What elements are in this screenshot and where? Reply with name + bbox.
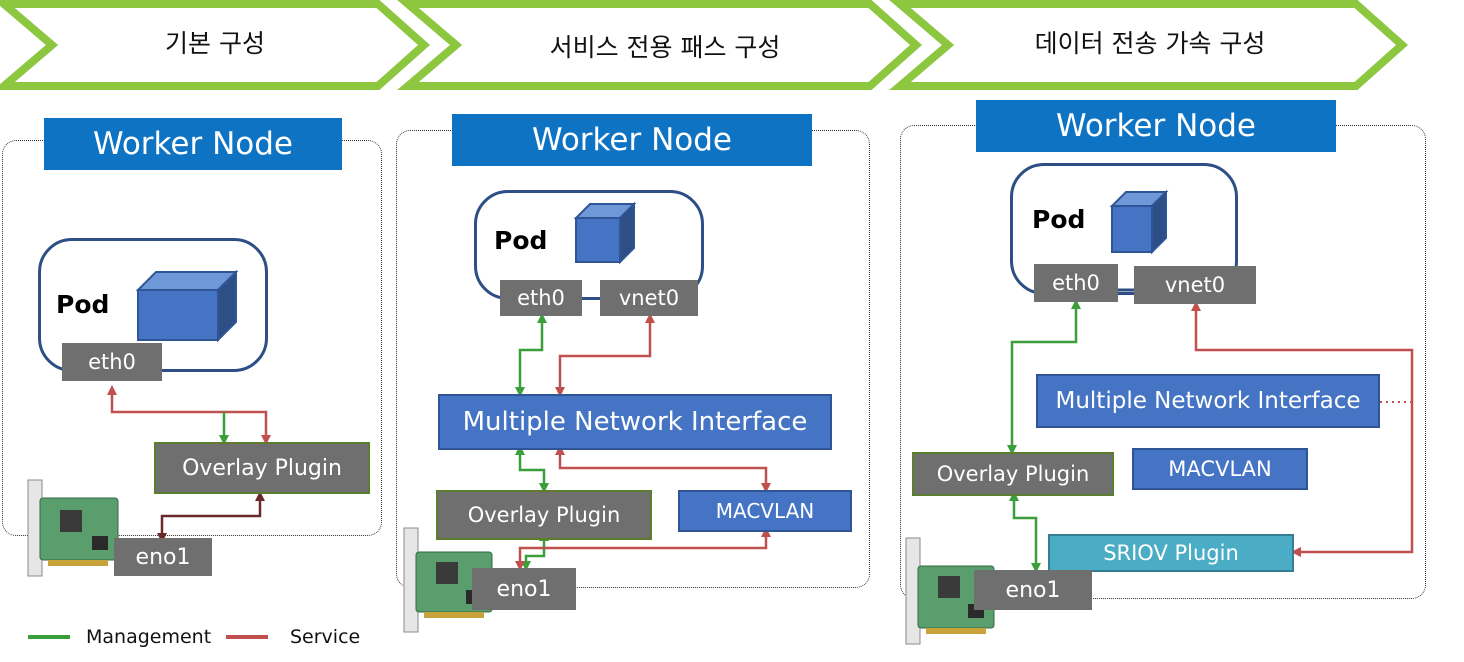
- chevron-stage-3: [889, 0, 1409, 90]
- macvlan-box-3: MACVLAN: [1132, 448, 1308, 490]
- vnet0-box-3: vnet0: [1134, 266, 1256, 304]
- overlay-plugin-box-2: Overlay Plugin: [436, 490, 652, 540]
- eno1-box-2: eno1: [472, 568, 576, 610]
- management-link-mni-overlay-2: [515, 445, 549, 493]
- multiple-network-interface-box-2: Multiple Network Interface: [438, 394, 832, 450]
- container-cube-icon-3: [1109, 189, 1169, 255]
- worker-node-title-3: Worker Node: [976, 100, 1336, 152]
- macvlan-box-2: MACVLAN: [678, 490, 852, 532]
- multiple-network-interface-box-3: Multiple Network Interface: [1036, 374, 1380, 428]
- stage-title-3: 데이터 전송 가속 구성: [1034, 29, 1266, 58]
- management-link-overlay-eno1-2: [521, 531, 549, 571]
- pod-label-2: Pod: [494, 226, 548, 255]
- service-link-eth0-overlay-1: [107, 385, 271, 445]
- pod-label-3: Pod: [1032, 205, 1086, 234]
- stage-title-2: 서비스 전용 패스 구성: [549, 33, 781, 62]
- chevron-stage-2: [397, 0, 923, 90]
- chevron-stage-1: [0, 0, 431, 90]
- eno1-box-3: eno1: [974, 570, 1092, 610]
- container-cube-icon-1: [135, 269, 239, 343]
- management-link-overlay-eno1-3: [1009, 491, 1041, 573]
- vnet0-box-2: vnet0: [600, 280, 698, 316]
- service-link-vnet0-mni-2: [555, 313, 655, 397]
- overlay-plugin-box-3: Overlay Plugin: [912, 452, 1114, 496]
- management-link-eth0-overlay-3: [1007, 299, 1081, 455]
- sriov-plugin-box-3: SRIOV Plugin: [1048, 534, 1294, 572]
- worker-node-title-1: Worker Node: [44, 118, 342, 170]
- eth0-box-3: eth0: [1034, 264, 1118, 302]
- dark-link-overlay-eno1-1: [157, 491, 265, 543]
- pod-label-1: Pod: [56, 290, 110, 319]
- stage-title-1: 기본 구성: [165, 29, 265, 58]
- overlay-plugin-box-1: Overlay Plugin: [154, 442, 370, 494]
- container-cube-icon-2: [573, 201, 637, 265]
- service-link-vnet0-sriov-3: [1191, 301, 1414, 557]
- management-link-eth0-mni-2: [515, 313, 547, 397]
- eth0-box-1: eth0: [62, 343, 162, 381]
- service-link-macvlan-eno1-2: [515, 527, 771, 571]
- worker-node-title-2: Worker Node: [452, 114, 812, 166]
- service-link-mni-macvlan-2: [555, 445, 771, 493]
- eno1-box-1: eno1: [114, 538, 212, 576]
- nic-card-icon-1: [27, 479, 119, 577]
- legend-service-label: Service: [290, 626, 361, 648]
- legend-management-label: Management: [86, 626, 212, 648]
- eth0-box-2: eth0: [500, 280, 582, 316]
